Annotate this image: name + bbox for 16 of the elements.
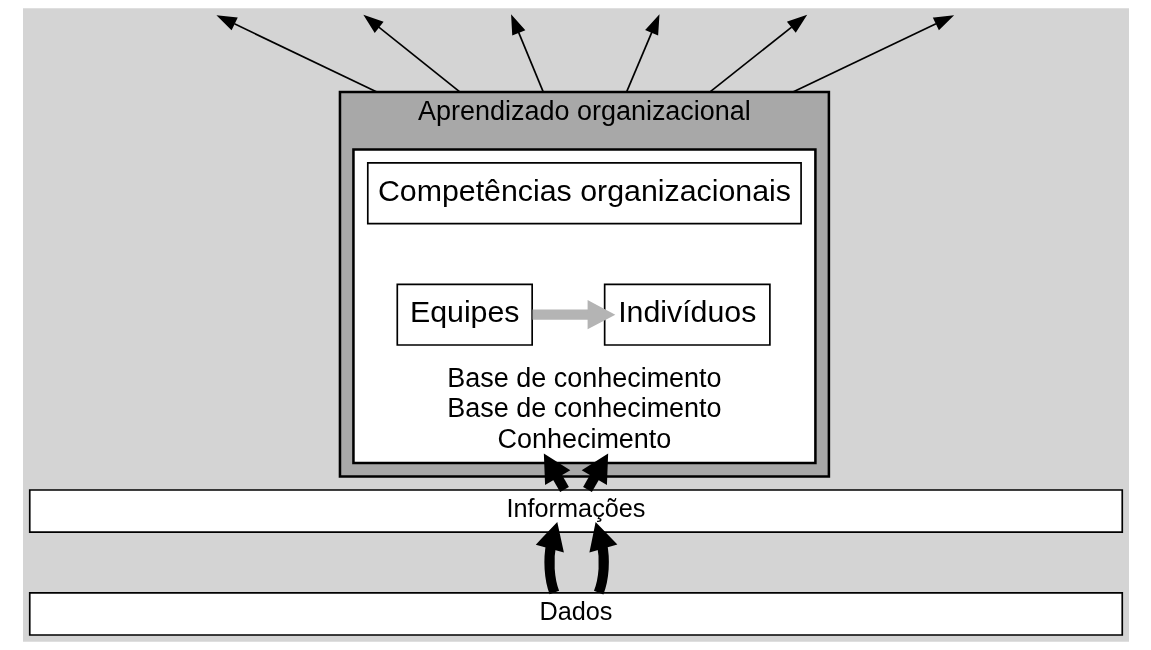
node-box: Equipes <box>395 283 533 346</box>
arrow <box>625 14 659 93</box>
arrow <box>215 15 378 93</box>
arrow <box>581 453 608 492</box>
arrow <box>791 15 954 93</box>
node-box: Indivíduos <box>603 283 771 346</box>
arrow <box>510 14 544 93</box>
node-box: Dados <box>28 592 1123 636</box>
arrow <box>535 521 564 595</box>
arrow <box>532 300 615 330</box>
arrow <box>362 14 461 93</box>
node-box: Competências organizacionais <box>366 162 802 225</box>
arrow <box>708 14 807 93</box>
arrow <box>588 521 617 595</box>
arrow <box>543 453 570 492</box>
node-box: Informações <box>28 489 1123 533</box>
